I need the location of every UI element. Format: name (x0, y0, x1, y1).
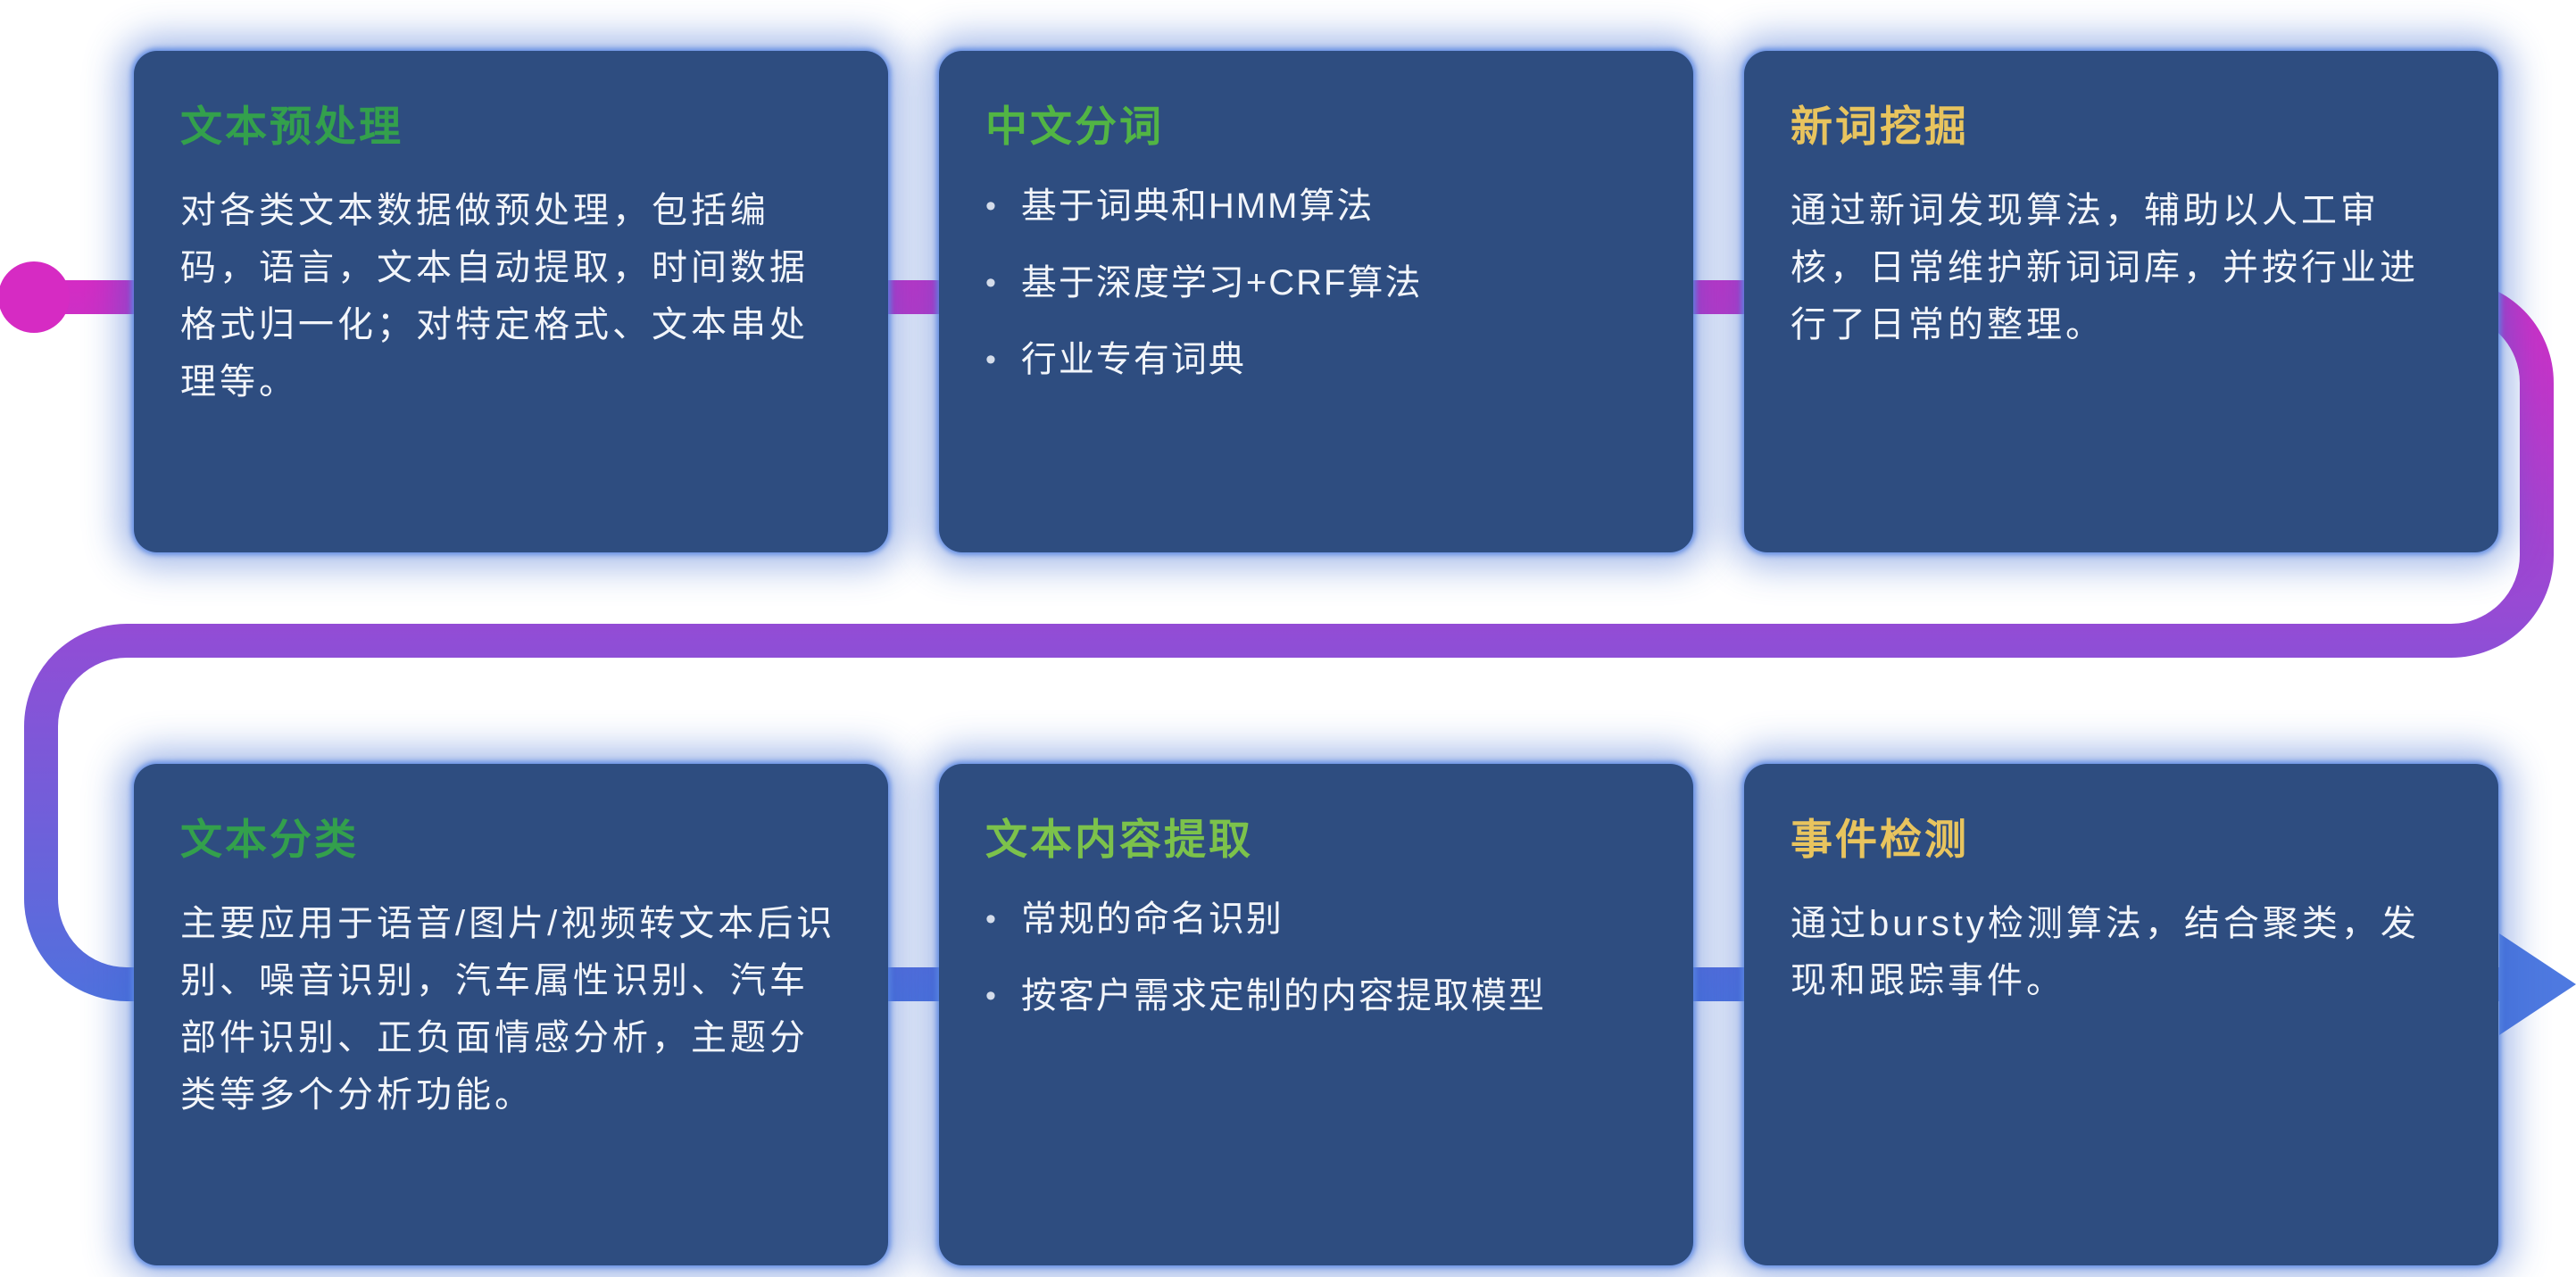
card-body-text: 通过bursty检测算法，结合聚类，发现和跟踪事件。 (1791, 904, 2420, 1000)
card-body-text: 对各类文本数据做预处理，包括编码，语言，文本自动提取，时间数据格式归一化；对特定… (180, 191, 809, 402)
card-text-classification: 文本分类 主要应用于语音/图片/视频转文本后识别、噪音识别，汽车属性识别、汽车部… (134, 764, 888, 1265)
bullet-text: 常规的命名识别 (1020, 900, 1284, 939)
card-title: 文本预处理 (180, 103, 403, 150)
bullet-item: • 按客户需求定制的内容提取模型 (985, 972, 1647, 1020)
card-text-content-extraction: 文本内容提取 • 常规的命名识别 • 按客户需求定制的内容提取模型 (939, 764, 1693, 1265)
bullet-text: 行业专有词典 (1020, 340, 1246, 379)
bullet-dot-icon: • (985, 189, 998, 223)
card-body-text: 通过新词发现算法，辅助以人工审核，日常维护新词词库，并按行业进行了日常的整理。 (1791, 191, 2419, 344)
bullet-item: • 基于词典和HMM算法 (985, 182, 1647, 230)
card-text-preprocessing: 文本预处理 对各类文本数据做预处理，包括编码，语言，文本自动提取，时间数据格式归… (134, 51, 888, 552)
bullet-text: 基于深度学习+CRF算法 (1020, 263, 1423, 303)
card-title: 文本内容提取 (985, 816, 1253, 863)
flow-start-dot-icon (0, 261, 70, 333)
bullet-item: • 基于深度学习+CRF算法 (985, 259, 1647, 307)
bullet-dot-icon: • (985, 902, 998, 936)
bullet-item: • 常规的命名识别 (985, 895, 1647, 943)
card-title: 文本分类 (180, 816, 359, 863)
bullet-text: 按客户需求定制的内容提取模型 (1020, 976, 1546, 1016)
card-title: 中文分词 (985, 103, 1164, 150)
card-body-text: 主要应用于语音/图片/视频转文本后识别、噪音识别，汽车属性识别、汽车部件识别、正… (180, 904, 836, 1115)
flow-path (24, 280, 2554, 1001)
bullet-dot-icon: • (985, 343, 998, 377)
card-title: 事件检测 (1791, 816, 1969, 863)
card-bullet-list: • 常规的命名识别 • 按客户需求定制的内容提取模型 (985, 895, 1647, 1020)
bullet-item: • 行业专有词典 (985, 336, 1647, 384)
card-event-detection: 事件检测 通过bursty检测算法，结合聚类，发现和跟踪事件。 (1744, 764, 2498, 1265)
card-new-word-mining: 新词挖掘 通过新词发现算法，辅助以人工审核，日常维护新词词库，并按行业进行了日常… (1744, 51, 2498, 552)
bullet-dot-icon: • (985, 266, 998, 300)
bullet-text: 基于词典和HMM算法 (1020, 187, 1375, 226)
card-title: 新词挖掘 (1791, 103, 1969, 150)
bullet-dot-icon: • (985, 979, 998, 1013)
card-chinese-word-segmentation: 中文分词 • 基于词典和HMM算法 • 基于深度学习+CRF算法 • 行业专有词… (939, 51, 1693, 552)
card-bullet-list: • 基于词典和HMM算法 • 基于深度学习+CRF算法 • 行业专有词典 (985, 182, 1647, 384)
flow-end-arrow-icon (2499, 933, 2576, 1035)
